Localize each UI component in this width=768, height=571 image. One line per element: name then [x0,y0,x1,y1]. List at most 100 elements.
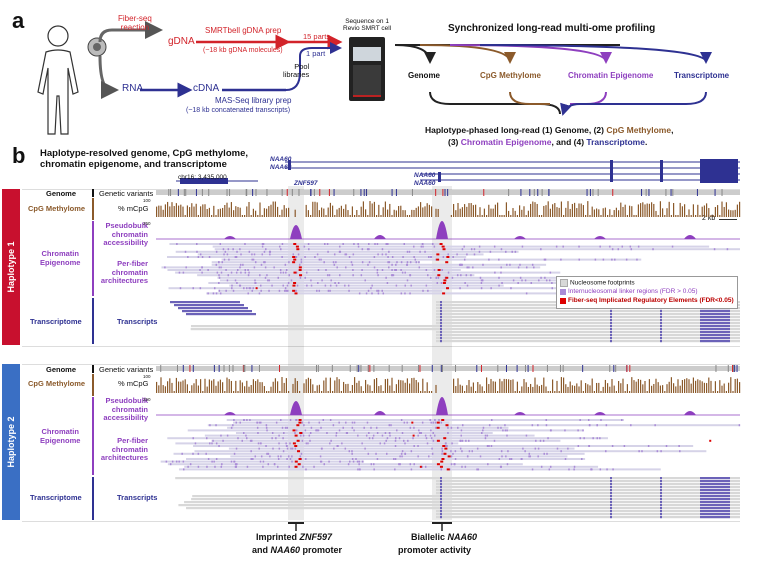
hap2-fiber-linker [220,434,222,437]
hap2-mcpg-bar [169,378,171,393]
hap2-mcpg-bar [329,377,331,393]
hap2-fiber-linker [322,419,325,421]
hap2-fiber-linker [235,447,238,450]
hap1-mcpg-bar [228,207,230,217]
hap1-fiber-linker [368,261,371,264]
hap1-variant-mark [363,189,365,196]
hap1-mcpg-bar [653,203,655,217]
hap1-mcpg-bar [360,206,362,217]
hap2-mcpg-bar [499,378,501,393]
hap1-mcpg-axis-100: 100 [143,198,151,203]
hap1-mcpg-bar [380,215,382,217]
hap2-mcpg-bar [391,377,393,393]
hap2-transcript [184,501,740,504]
hap2-fiber-linker [341,442,343,445]
hap2-mcpg-bar [547,391,549,393]
hap2-mcpg-bar [310,378,312,393]
hap2-fiber-linker [368,437,371,440]
hap1-fiber-linker [277,276,280,279]
hap2-fiber-linker [447,432,449,434]
hap2-fiber-linker [520,458,523,460]
hap2-fiber-linker [507,450,509,453]
hap2-mcpg-bar [367,384,369,393]
scale-bar [719,219,737,220]
hap2-mcpg-bar [197,385,199,393]
hap2-fiber-linker [273,463,276,466]
hap2-fiber-linker [605,450,607,453]
hap2-fiber-linker [490,445,493,447]
hap2-fiber-linker [432,432,434,434]
hap2-mcpg-bar [479,384,481,393]
hap1-fiber-fire [292,261,296,264]
hap1-fiber-linker [261,245,264,248]
hap2-fiber-linker [420,432,422,434]
hap1-fiber-linker [391,263,393,266]
hap2-fiber-linker [330,439,332,442]
hap2-fiber-linker [547,437,549,440]
hap2-variant-mark [505,365,507,372]
hap1-fiber-linker [352,253,355,256]
hap1-fiber-linker [321,279,323,282]
hap2-mcpg-bar [296,381,298,393]
hap2-mcpg-bar [259,382,261,393]
hap1-fiber-linker [249,287,252,290]
hap1-mcpg-bar [413,209,415,217]
hap1-fiber-linker [222,248,225,251]
hap2-transcript-exon [700,513,730,516]
hap1-transcript-exon [700,340,730,343]
hap1-fiber-linker [296,284,299,287]
hap1-mcpg-bar [239,207,241,217]
hap1-fiber-linker [519,276,522,279]
hap1-fiber-linker [376,271,379,274]
hap2-mcpg-bar [475,391,477,393]
hap1-variant-mark [597,189,599,196]
hap1-fiber-linker [421,243,424,245]
hap2-fiber-linker [356,460,359,463]
hap2-fiber-linker [410,450,413,453]
hap2-fiber-linker [386,452,388,455]
hap1-fiber-linker [433,269,436,271]
hap2-fiber-linker [542,439,545,442]
hap1-cpg-bar [92,198,94,220]
hap1-mcpg-bar [516,215,518,217]
hap1-mcpg-bar [219,208,221,217]
hap1-mcpg-bar [257,215,259,217]
hap1-variant-mark [246,189,248,196]
hap1-fiber-linker [464,282,466,284]
hap2-mcpg-bar [376,378,378,393]
hap1-mcpg-bar [305,204,307,217]
hap2-mcpg-bar [239,380,241,393]
hap1-mcpg-bar [668,201,670,217]
hap1-mcpg-bar [659,201,661,217]
hap1-mcpg-bar [180,204,182,217]
hap1-mcpg-bar [662,208,664,217]
hap1-fiber-fire [442,248,446,251]
hap2-chrom-bar [92,397,94,475]
hap1-transcript-exon [440,340,442,343]
hap2-fiber-linker [524,450,526,453]
hap1-fiber-linker [164,266,166,269]
hap2-fiber-fire [441,419,445,421]
hap2-fiber-linker [209,424,211,427]
hap2-fiber-linker [215,424,217,427]
hap1-fiber-linker [410,284,412,287]
hap1-mcpg-bar [250,215,252,217]
hap1-variant-mark [353,189,355,196]
hap2-mcpg-bar [483,391,485,393]
hap2-fiber-linker [600,419,602,421]
hap1-fiber-linker [328,274,331,277]
hap2-mcpg-bar [285,378,287,393]
hap1-mcpg-bar [600,215,602,217]
hap2-mcpg-bar [620,383,622,393]
hap2-mcpg-bar [646,391,648,393]
hap2-variant-mark [613,365,615,372]
hap1-fiber-linker [345,266,347,269]
hap1-mcpg-bar [679,202,681,217]
hap2-fiber-linker [501,455,503,458]
hap2-mcpg-bar [655,378,657,393]
hap1-mcpg-bar [334,215,336,217]
hap1-variant-mark [168,189,170,196]
hap2-fiber-linker [233,460,236,463]
hap2-fiber-linker [537,455,539,458]
hap2-fiber-linker [351,421,354,424]
